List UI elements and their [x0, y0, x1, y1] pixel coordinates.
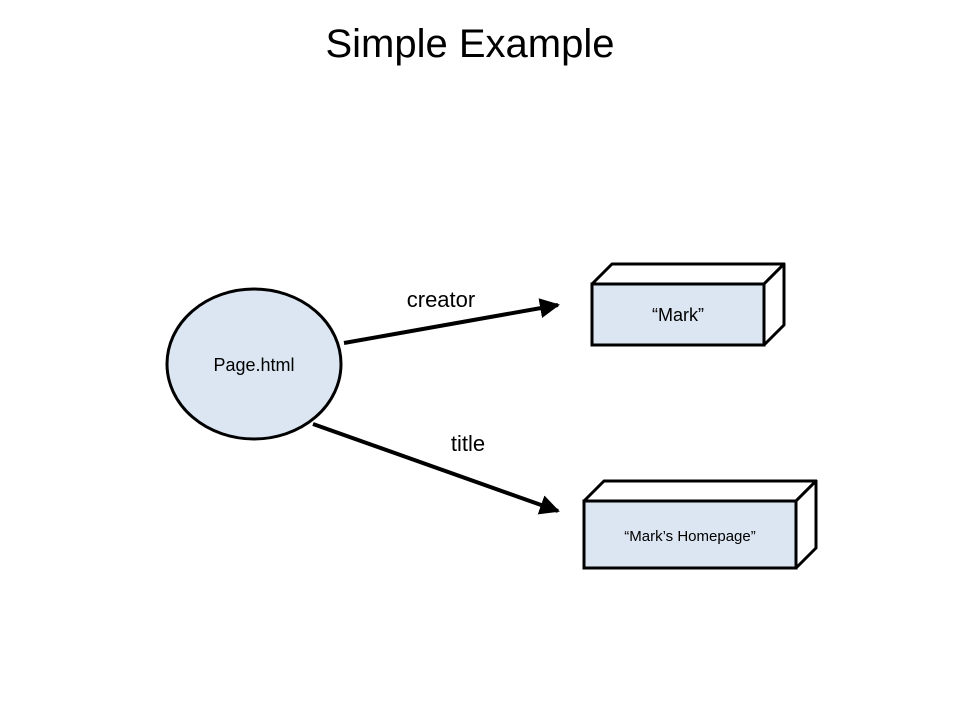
- node-literal-creator: “Mark”: [590, 262, 786, 347]
- edge-title: title: [312, 422, 560, 515]
- resource-ellipse: [165, 287, 343, 441]
- edge-title-label: title: [451, 431, 485, 456]
- literal-title-label: “Mark’s Homepage”: [624, 528, 755, 545]
- literal-title-box-top: [582, 479, 818, 503]
- slide-title: Simple Example: [325, 22, 615, 66]
- edge-title-arrow: [312, 422, 560, 515]
- literal-creator-label: “Mark”: [652, 305, 704, 325]
- literal-creator-box-front: [590, 282, 766, 347]
- literal-creator-box-top: [590, 262, 786, 286]
- literal-title-box-front: [582, 499, 798, 570]
- node-literal-title: “Mark’s Homepage”: [582, 479, 818, 570]
- node-resource: Page.html: [165, 287, 343, 441]
- edge-creator-arrow: [343, 298, 560, 345]
- resource-label: Page.html: [213, 355, 294, 375]
- edge-creator: creator: [343, 287, 560, 345]
- edge-creator-label: creator: [407, 287, 475, 312]
